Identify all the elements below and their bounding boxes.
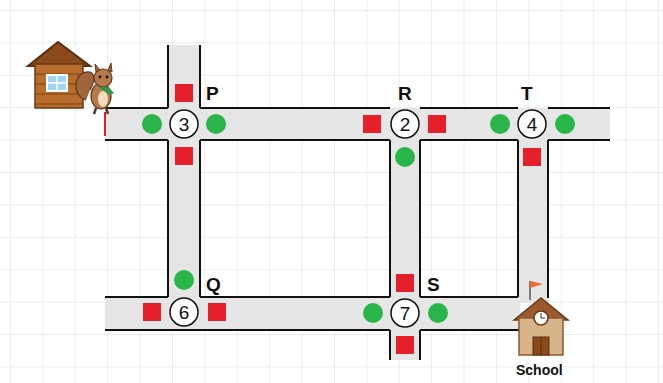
intersection-letter: R — [398, 84, 412, 103]
red-signals — [143, 84, 541, 354]
intersection-number: 6 — [179, 303, 190, 322]
intersection-circle: 6 — [169, 297, 199, 327]
green-signals — [142, 114, 575, 323]
intersection-circle: 3 — [169, 109, 199, 139]
intersection-letter: S — [427, 275, 440, 294]
intersection-number: 7 — [400, 304, 411, 323]
intersection-number: 2 — [400, 115, 411, 134]
squirrel-figure — [76, 63, 114, 114]
road-connector — [199, 124, 390, 125]
intersection-number: 3 — [179, 115, 190, 134]
intersection-letter: Q — [206, 275, 221, 294]
road-edges — [105, 45, 610, 360]
roads — [105, 45, 610, 360]
intersection-circle: 7 — [390, 298, 420, 328]
intersection-letter: P — [206, 84, 219, 103]
intersection-number: 4 — [527, 115, 538, 134]
intersection-circle: 4 — [517, 109, 547, 139]
start-mark — [104, 112, 106, 136]
intersection-circle: 2 — [390, 109, 420, 139]
school-icon — [514, 281, 568, 355]
school-label: School — [516, 363, 563, 377]
road-connector — [199, 312, 390, 314]
intersection-letter: T — [521, 84, 533, 103]
